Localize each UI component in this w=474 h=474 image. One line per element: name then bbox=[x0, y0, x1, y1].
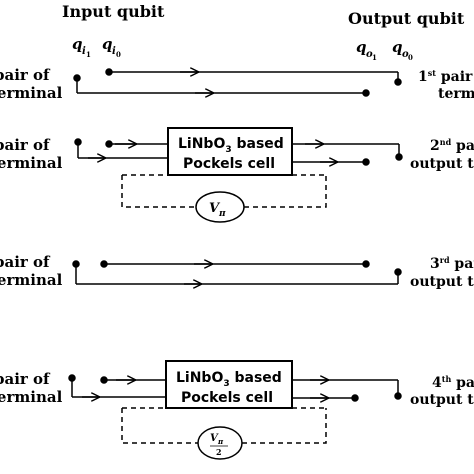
voltage-label-vpi: V π bbox=[209, 201, 226, 219]
row2-qo0-terminal bbox=[395, 153, 403, 161]
row-4-pockels bbox=[68, 360, 402, 460]
svg-text:output te: output te bbox=[410, 156, 474, 172]
output-qubit-title: Output qubit bbox=[348, 9, 465, 28]
row3-qo1-terminal bbox=[362, 260, 370, 268]
svg-text:2: 2 bbox=[216, 447, 222, 457]
terminal-label-qo1: q o 1 bbox=[356, 38, 377, 62]
svg-text:0: 0 bbox=[116, 50, 121, 59]
svg-text:q: q bbox=[72, 35, 83, 53]
svg-text:pair of: pair of bbox=[0, 136, 51, 154]
svg-text:3rd pai: 3rd pai bbox=[430, 255, 474, 272]
row2-qo1-terminal bbox=[362, 158, 370, 166]
right-label-1: 1st pair of termi bbox=[418, 68, 474, 102]
pockels-cell-label-1: LiNbO3 based Pockels cell bbox=[178, 136, 284, 172]
svg-text:LiNbO3 based: LiNbO3 based bbox=[176, 370, 282, 389]
row-2-pockels bbox=[74, 127, 403, 223]
svg-text:q: q bbox=[356, 38, 367, 56]
left-label-1: pair of terminal bbox=[0, 66, 63, 102]
row1-qo0-terminal bbox=[394, 78, 402, 86]
svg-text:pair of: pair of bbox=[0, 370, 51, 388]
svg-text:i: i bbox=[82, 46, 86, 57]
svg-text:V: V bbox=[210, 433, 219, 444]
left-label-3: pair of terminal bbox=[0, 253, 63, 289]
svg-text:0: 0 bbox=[408, 53, 413, 62]
row1-qo1-terminal bbox=[362, 89, 370, 97]
row4-dashed-wire-left bbox=[121, 408, 198, 444]
svg-text:Pockels cell: Pockels cell bbox=[183, 156, 275, 172]
row3-qo0-terminal bbox=[394, 268, 402, 276]
svg-text:V: V bbox=[209, 201, 221, 216]
voltage-label-vpi-half: V π 2 bbox=[210, 433, 228, 457]
svg-text:o: o bbox=[366, 49, 373, 60]
svg-text:1st pair of: 1st pair of bbox=[418, 68, 474, 85]
svg-text:4th pai: 4th pai bbox=[432, 374, 474, 391]
pockels-cell-label-2: LiNbO3 based Pockels cell bbox=[176, 370, 282, 406]
svg-text:q: q bbox=[102, 35, 113, 53]
svg-text:1: 1 bbox=[86, 50, 91, 59]
svg-text:output te: output te bbox=[410, 392, 474, 408]
row2-dashed-wire-right bbox=[244, 175, 327, 208]
input-qubit-title: Input qubit bbox=[62, 2, 165, 21]
svg-text:2nd pa: 2nd pa bbox=[430, 137, 474, 154]
svg-text:1: 1 bbox=[372, 53, 377, 62]
svg-text:terminal: terminal bbox=[0, 154, 63, 172]
svg-text:π: π bbox=[218, 209, 226, 219]
left-label-4: pair of terminal bbox=[0, 370, 63, 406]
svg-text:q: q bbox=[392, 38, 403, 56]
right-label-3: 3rd pai output te bbox=[410, 255, 474, 290]
svg-text:π: π bbox=[217, 437, 224, 446]
svg-text:Pockels cell: Pockels cell bbox=[181, 390, 273, 406]
svg-text:terminal: terminal bbox=[0, 84, 63, 102]
row2-dashed-wire-left bbox=[121, 175, 196, 208]
row1-qi1-terminal bbox=[73, 74, 81, 82]
terminal-label-qi0: q i 0 bbox=[102, 35, 121, 59]
terminal-label-qi1: q i 1 bbox=[72, 35, 91, 59]
voltage-source-vpi-half bbox=[197, 426, 243, 460]
pockels-cell-box-2 bbox=[165, 360, 293, 409]
svg-text:terminal: terminal bbox=[0, 271, 63, 289]
svg-text:pair of: pair of bbox=[0, 253, 51, 271]
svg-text:i: i bbox=[112, 46, 116, 57]
svg-text:output te: output te bbox=[410, 274, 474, 290]
row1-qi0-terminal bbox=[105, 68, 113, 76]
voltage-source-vpi bbox=[195, 191, 245, 223]
right-label-2: 2nd pa output te bbox=[410, 137, 474, 172]
svg-text:terminal: terminal bbox=[0, 388, 63, 406]
right-label-4: 4th pai output te bbox=[410, 374, 474, 408]
left-label-2: pair of terminal bbox=[0, 136, 63, 172]
row-1-straight bbox=[73, 68, 402, 97]
svg-text:LiNbO3 based: LiNbO3 based bbox=[178, 136, 284, 155]
terminal-label-qo0: q o 0 bbox=[392, 38, 413, 62]
svg-text:pair of: pair of bbox=[0, 66, 51, 84]
svg-text:termi: termi bbox=[438, 86, 474, 102]
svg-text:o: o bbox=[402, 49, 409, 60]
row4-qo0-terminal bbox=[394, 392, 402, 400]
row4-dashed-wire-right bbox=[242, 408, 327, 444]
row4-qo1-terminal bbox=[351, 394, 359, 402]
row-3-crossed bbox=[72, 260, 402, 284]
